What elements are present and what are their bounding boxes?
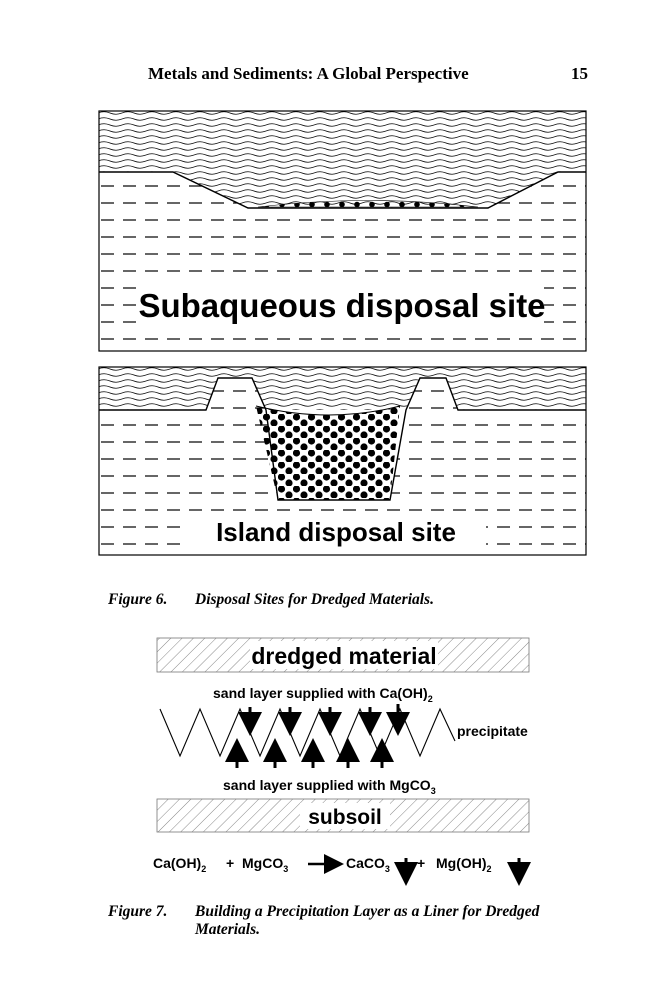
- page-number: 15: [571, 64, 588, 83]
- caption-label: Figure 7.: [108, 903, 168, 920]
- subsoil-layer: subsoil: [156, 798, 530, 833]
- plus-1: +: [226, 855, 234, 871]
- caption-label: Figure 6.: [108, 591, 168, 608]
- subsoil-label: subsoil: [308, 806, 382, 829]
- caption-text: Disposal Sites for Dredged Materials.: [195, 591, 434, 608]
- running-title: Metals and Sediments: A Global Perspecti…: [148, 64, 469, 83]
- island-panel: Island disposal site: [98, 366, 587, 556]
- lower-sand-text: sand layer supplied with MgCO: [223, 777, 431, 793]
- figure-6-diagram: Subaqueous disposal site Island disposal…: [98, 110, 587, 556]
- reactant-mgco3: MgCO3: [242, 855, 288, 874]
- precipitate-label: precipitate: [457, 723, 528, 739]
- island-label: Island disposal site: [216, 517, 456, 547]
- figure-7-diagram: dredged material sand layer supplied wit…: [153, 637, 531, 886]
- figure-6-caption: Figure 6. Disposal Sites for Dredged Mat…: [108, 591, 588, 611]
- island-fill: [256, 406, 400, 500]
- reactant-caoh2: Ca(OH)2: [153, 855, 206, 874]
- lower-sand-label: sand layer supplied with MgCO3: [223, 777, 436, 796]
- running-header: Metals and Sediments: A Global Perspecti…: [148, 64, 588, 92]
- plus-2: +: [417, 855, 425, 871]
- dredged-material-label: dredged material: [251, 643, 436, 669]
- product-mgoh2: Mg(OH)2: [436, 855, 492, 874]
- dredged-material-layer: dredged material: [156, 637, 530, 673]
- upper-sand-subscript: 2: [428, 694, 433, 704]
- up-arrows: [225, 738, 394, 768]
- subaqueous-label: Subaqueous disposal site: [138, 287, 545, 324]
- down-arrows: [238, 704, 410, 736]
- caption-text: Building a Precipitation Layer as a Line…: [195, 903, 540, 938]
- subaqueous-panel: Subaqueous disposal site: [98, 110, 587, 352]
- precipitate-zigzag: [159, 707, 456, 758]
- upper-sand-text: sand layer supplied with Ca(OH): [213, 685, 428, 701]
- upper-sand-label: sand layer supplied with Ca(OH)2: [213, 685, 433, 704]
- lower-sand-subscript: 3: [431, 786, 436, 796]
- reaction-equation: Ca(OH)2 + MgCO3 CaCO3 + Mg(OH)2: [153, 854, 531, 886]
- product-caco3: CaCO3: [346, 855, 390, 874]
- figure-7-caption: Figure 7. Building a Precipitation Layer…: [108, 903, 588, 943]
- deposited-material: [257, 200, 479, 208]
